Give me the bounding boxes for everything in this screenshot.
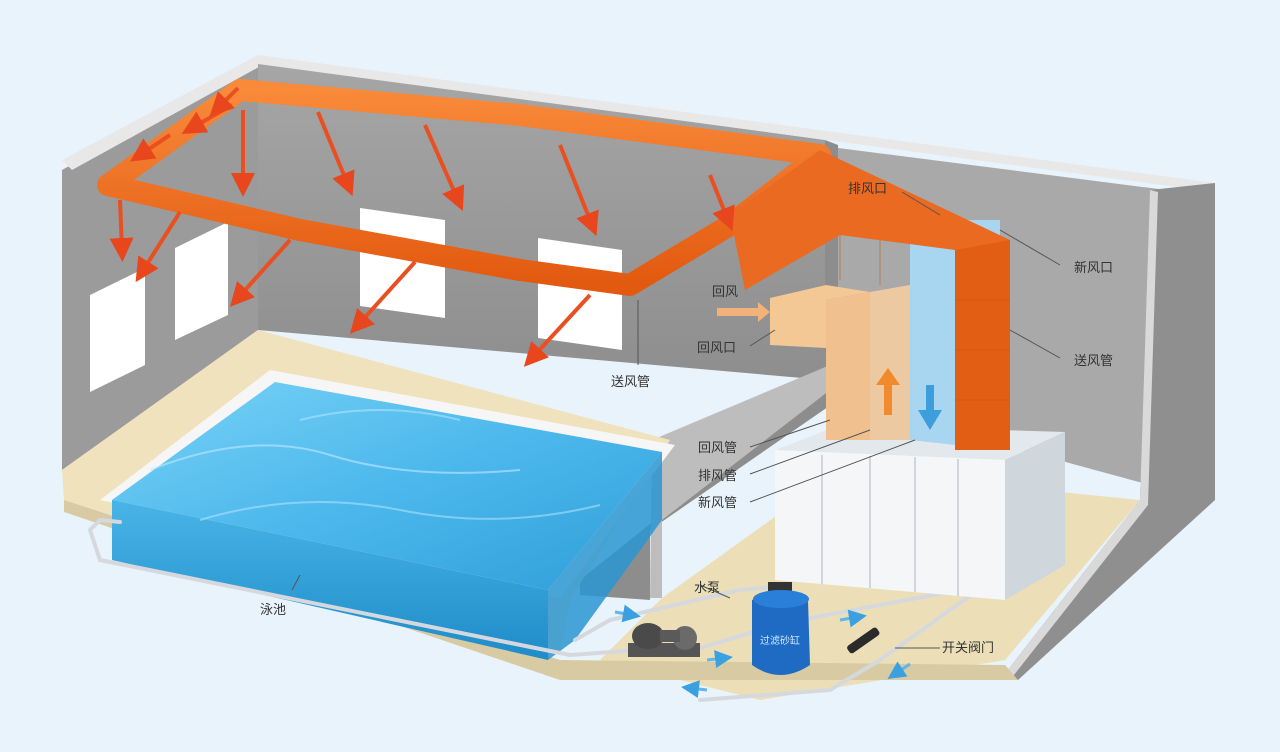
air-handling-unit bbox=[775, 425, 1065, 600]
return-air-box bbox=[770, 285, 870, 348]
pump-to-filter-pipe bbox=[698, 628, 762, 650]
label-supply-duct-left: 送风管 bbox=[611, 375, 650, 390]
window bbox=[175, 222, 228, 340]
label-return-air-inlet: 回风口 bbox=[697, 341, 736, 356]
return-pipe bbox=[573, 583, 792, 642]
water-pump bbox=[628, 623, 700, 657]
label-return-duct: 回风管 bbox=[698, 441, 737, 456]
sand-filter-label: 过滤砂缸 bbox=[760, 634, 800, 647]
label-exhaust-outlet: 排风口 bbox=[848, 182, 887, 197]
label-return-air: 回风 bbox=[712, 285, 738, 300]
return-air-arrow bbox=[717, 302, 770, 322]
window bbox=[90, 268, 145, 392]
partition-wall-face bbox=[650, 365, 830, 598]
back-wall-top-edge bbox=[258, 55, 1215, 192]
return-duct-vertical bbox=[826, 292, 870, 440]
label-switch-valve: 开关阀门 bbox=[942, 641, 994, 656]
label-water-pump: 水泵 bbox=[694, 581, 720, 596]
pool-bottom-pipe bbox=[98, 558, 642, 657]
ahu-front bbox=[775, 450, 1005, 600]
right-wall bbox=[1000, 183, 1215, 680]
water-flow-arrows bbox=[614, 604, 911, 698]
swimming-pool bbox=[100, 370, 675, 660]
label-fresh-air-inlet: 新风口 bbox=[1074, 260, 1113, 276]
left-wall-top-edge bbox=[62, 55, 268, 170]
label-supply-duct-right: 送风管 bbox=[1074, 354, 1113, 369]
labels: 排风口 新风口 回风 回风口 送风管 送风管 回风管 排风管 新风管 泳池 水泵… bbox=[260, 182, 1113, 656]
label-fresh-duct: 新风管 bbox=[698, 495, 737, 511]
downflow-arrow bbox=[918, 385, 942, 430]
pool-water-side bbox=[548, 452, 662, 660]
pool-water-front bbox=[112, 500, 548, 660]
pool-outlet-pipe bbox=[88, 518, 122, 562]
window bbox=[538, 238, 622, 350]
exhaust-duct-vertical bbox=[870, 285, 910, 440]
supply-duct-main bbox=[730, 150, 1010, 450]
label-exhaust-duct: 排风管 bbox=[698, 469, 737, 484]
sand-filter-tank: 过滤砂缸 bbox=[752, 582, 810, 675]
ahu-side bbox=[1005, 432, 1065, 600]
supply-air-arrows bbox=[109, 86, 735, 367]
lower-return-pipe bbox=[698, 583, 987, 702]
fresh-duct-vertical bbox=[910, 220, 955, 445]
pool-water-surface bbox=[112, 382, 662, 590]
right-wall-edge bbox=[1000, 190, 1158, 680]
label-pool: 泳池 bbox=[260, 603, 286, 618]
leader-lines bbox=[291, 191, 1061, 649]
upflow-arrow bbox=[876, 368, 900, 415]
